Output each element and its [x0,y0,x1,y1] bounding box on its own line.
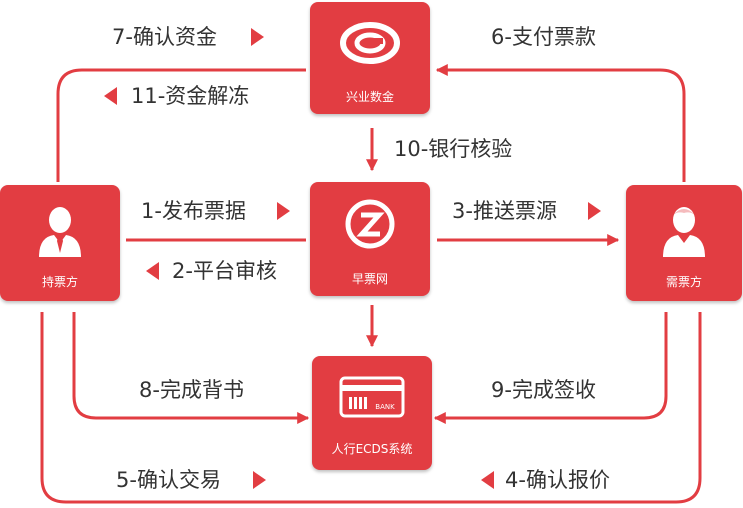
line-holder-xingye [56,68,306,182]
line-outer-loop [40,312,702,504]
node-zaopiao-label: 早票网 [351,272,388,286]
arrow-right-icon [277,202,290,220]
arrow-right-icon [253,471,266,489]
arrow-left-icon [146,262,159,280]
bank-card-icon: BANK [339,376,405,418]
edge-label-10: 10-银行核验 [394,137,513,161]
node-holder-label: 持票方 [41,275,78,289]
node-ecds-label: 人行ECDS系统 [331,442,413,456]
line-holder-ecds [72,312,310,424]
edge-label-1: 1-发布票据 [141,199,246,223]
user-icon [39,207,81,257]
xingye-logo-icon [340,22,400,64]
node-xingye: 兴业数金 [310,2,430,114]
edge-label-11: 11-资金解冻 [131,84,250,108]
bank-card-text: BANK [375,403,395,411]
edge-label-5: 5-确认交易 [116,468,221,492]
node-ecds: BANK 人行ECDS系统 [312,356,432,470]
edge-label-7: 7-确认资金 [112,25,217,49]
edge-label-8: 8-完成背书 [139,378,244,402]
node-buyer: 需票方 [626,185,742,301]
line-buyer-xingye [435,64,686,182]
arrow-left-icon [104,87,117,105]
edge-label-6: 6-支付票款 [491,25,596,49]
edge-label-3: 3-推送票源 [452,199,557,223]
edge-label-2: 2-平台审核 [172,259,277,283]
node-buyer-label: 需票方 [665,275,702,289]
user-icon [663,207,705,257]
line-buyer-ecds [433,312,668,424]
node-holder: 持票方 [0,185,120,301]
edge-label-4: 4-确认报价 [505,468,610,492]
node-zaopiao: 早票网 [310,182,430,296]
arrow-right-icon [588,202,601,220]
zaopiao-logo-icon [345,199,395,249]
node-xingye-label: 兴业数金 [345,90,394,104]
edge-label-9: 9-完成签收 [491,378,596,402]
arrow-right-icon [251,28,264,46]
arrow-left-icon [481,471,494,489]
